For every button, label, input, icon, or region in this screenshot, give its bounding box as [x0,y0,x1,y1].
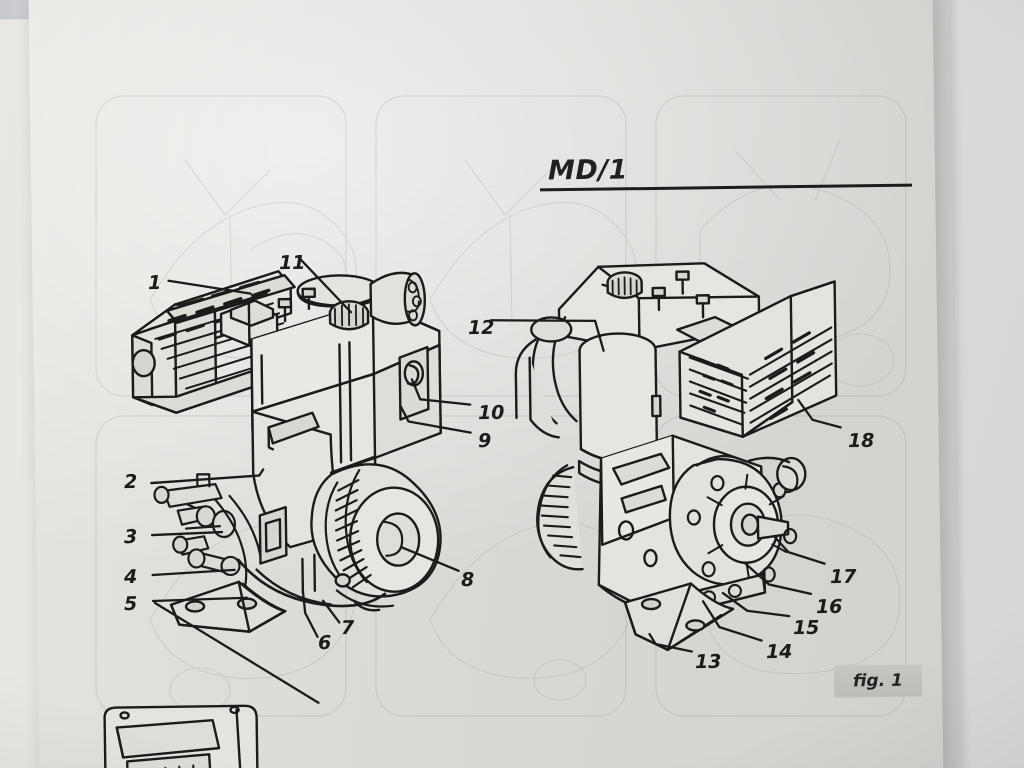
callout-number-3: 3 [123,525,138,549]
figure-caption-label: fig. 1 [852,670,904,692]
engine-left-view [131,270,442,633]
callout-number-15: 15 [792,616,820,640]
figure-caption-badge: fig. 1 [833,664,923,698]
callout-number-10: 10 [477,401,505,425]
callout-number-9: 9 [477,429,492,453]
callout-number-7: 7 [340,616,355,640]
callout-number-14: 14 [765,640,793,664]
page-title: MD/1 [547,154,629,187]
callout-leader-lines [150,255,842,704]
callout-number-13: 13 [694,650,722,674]
callout-number-12: 12 [467,316,495,340]
callout-number-18: 18 [847,429,875,453]
engine-right-view [514,262,838,652]
callout-number-11: 11 [278,251,306,275]
callout-number-17: 17 [829,565,857,589]
callout-number-6: 6 [317,631,332,655]
callout-number-2: 2 [123,470,138,494]
callout-number-1: 1 [147,271,162,295]
callout-number-16: 16 [815,595,843,619]
callout-number-5: 5 [123,592,138,616]
figure-2-partial [103,704,259,768]
callout-number-4: 4 [123,565,138,589]
callout-number-8: 8 [460,568,475,592]
